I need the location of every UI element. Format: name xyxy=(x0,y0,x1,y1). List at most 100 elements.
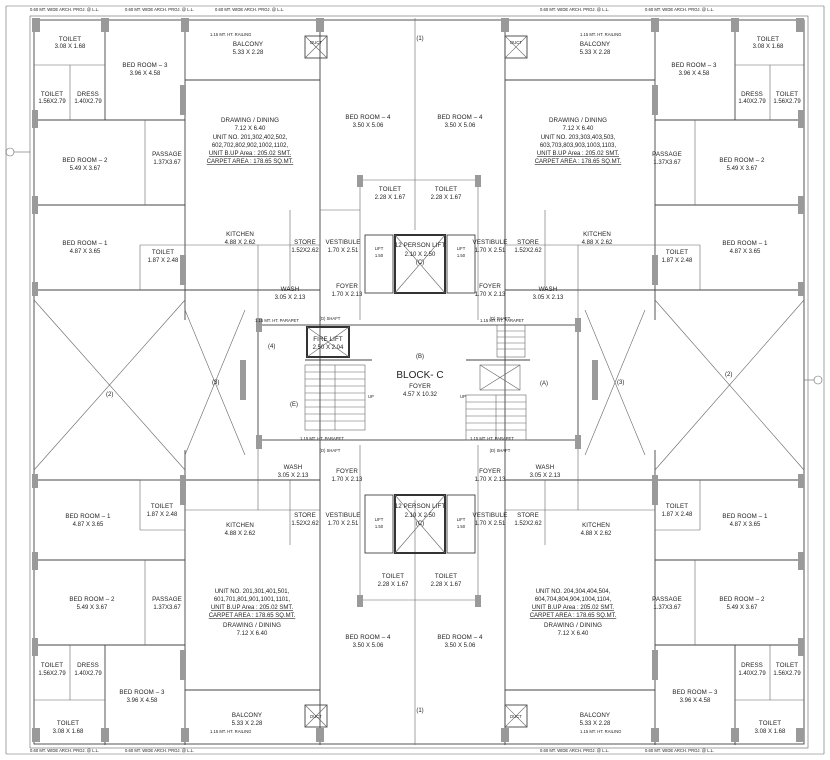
bl-bed1-name: BED ROOM – 1 xyxy=(65,513,111,520)
tl-toilet-b1-dim: 1.87 X 2.48 xyxy=(148,258,179,264)
tr-bed3-dim: 3.96 X 4.58 xyxy=(679,71,710,77)
bl-bed2-dim: 5.49 X 3.67 xyxy=(77,605,108,611)
bl-unit-no: UNIT NO. 201,301,401,501, xyxy=(215,589,290,595)
tr-bed4-name: BED ROOM – 4 xyxy=(437,114,483,121)
tl-builtup: UNIT B.UP Area : 205.02 SMT. xyxy=(209,151,291,157)
br-foyer-dim: 1.70 X 2.13 xyxy=(475,477,506,483)
bl-bed4-name: BED ROOM – 4 xyxy=(345,634,391,641)
tl-drawing-dim: 7.12 X 6.40 xyxy=(235,126,266,132)
bl-wash-dim: 3.05 X 2.13 xyxy=(278,473,309,479)
tl-kitchen-dim: 4.88 X 2.62 xyxy=(225,240,256,246)
parapet-note-4: 1.15 MT. HT. PARAPET xyxy=(480,318,524,323)
tr-builtup: UNIT B.UP Area : 205.02 SMT. xyxy=(537,151,619,157)
br-wash-name: WASH xyxy=(536,464,555,471)
bl-vestibule-dim: 1.70 X 2.51 xyxy=(328,521,359,527)
tag-2-right: (2) xyxy=(725,372,732,378)
bl-kitchen-dim: 4.88 X 2.62 xyxy=(225,531,256,537)
bl-duct: DUCT xyxy=(310,714,322,719)
parapet-note-3: 1.15 MT. HT. PARAPET xyxy=(470,436,514,441)
tl-bed1-dim: 4.87 X 3.65 xyxy=(70,249,101,255)
tr-dress-dim: 1.40X2.79 xyxy=(738,99,766,105)
small-lift-bl-label: LIFT xyxy=(375,517,384,522)
tl-unit-no: UNIT NO. 201,302,402,502, xyxy=(213,135,288,141)
br-toilet-top-name: TOILET xyxy=(759,720,781,727)
bl-builtup: UNIT B.UP Area : 205.02 SMT. xyxy=(211,605,293,611)
tr-wash-dim: 3.05 X 2.13 xyxy=(533,295,564,301)
core-foyer-name: FOYER xyxy=(409,383,431,390)
tr-foyer-dim: 1.70 X 2.13 xyxy=(475,292,506,298)
tr-bed2-name: BED ROOM – 2 xyxy=(719,157,765,164)
tl-drawing-name: DRAWING / DINING xyxy=(221,117,279,124)
br-passage-dim: 1.37X3.67 xyxy=(653,605,681,611)
br-dress-dim: 1.40X2.79 xyxy=(738,671,766,677)
bl-bed3-dim: 3.96 X 4.58 xyxy=(127,698,158,704)
tr-bed3-name: BED ROOM – 3 xyxy=(671,62,717,69)
tl-carpet: CARPET AREA : 178.65 SQ.MT. xyxy=(207,159,294,165)
br-bed2-dim: 5.49 X 3.67 xyxy=(727,605,758,611)
bl-bed1-dim: 4.87 X 3.65 xyxy=(73,522,104,528)
tl-toilet-side-dim: 1.56X2.79 xyxy=(38,99,66,105)
tr-passage-name: PASSAGE xyxy=(652,151,682,158)
railing-note-bottom-left: 1.15 MT. HT. RAILING xyxy=(210,729,251,734)
tl-toilet-b4-name: TOILET xyxy=(379,186,401,193)
stair-up-left: UP xyxy=(368,394,374,399)
lift-top-name: 12 PERSON LIFT xyxy=(395,242,446,249)
stair-up-right: UP xyxy=(460,394,466,399)
tl-vestibule-dim: 1.70 X 2.51 xyxy=(328,248,359,254)
stair-tag-e: (E) xyxy=(290,402,298,408)
br-kitchen-name: KITCHEN xyxy=(582,522,610,529)
edge-note-top-5: 0.60 MT. WIDE ARCH. PROJ. @ L.L. xyxy=(645,7,714,12)
br-drawing-dim: 7.12 X 6.40 xyxy=(558,631,589,637)
tl-unit-no-2: 602,702,802,902,1002,1102, xyxy=(212,143,289,149)
small-lift-tr-label: LIFT xyxy=(457,246,466,251)
tl-dress-name: DRESS xyxy=(77,91,99,98)
edge-note-bottom-4: 0.60 MT. WIDE ARCH. PROJ. @ L.L. xyxy=(645,748,714,753)
tr-bed1-name: BED ROOM – 1 xyxy=(722,240,768,247)
tr-store-name: STORE xyxy=(517,239,539,246)
edge-note-bottom-3: 0.60 MT. WIDE ARCH. PROJ. @ L.L. xyxy=(540,748,609,753)
bl-toilet-b4-dim: 2.28 X 1.67 xyxy=(378,582,409,588)
br-unit-no: UNIT NO. 204,304,404,504, xyxy=(536,589,611,595)
block-name: BLOCK- C xyxy=(396,370,443,381)
tl-kitchen-name: KITCHEN xyxy=(226,231,254,238)
tl-wash-name: WASH xyxy=(281,286,300,293)
bl-drawing-dim: 7.12 X 6.40 xyxy=(237,631,268,637)
bl-store-dim: 1.52X2.62 xyxy=(291,521,319,527)
shaft-bottom-left: (D) SHAFT xyxy=(320,448,341,453)
bl-toilet-b1-dim: 1.87 X 2.48 xyxy=(147,512,178,518)
br-dress-name: DRESS xyxy=(741,662,763,669)
br-toilet-top-dim: 3.08 X 1.68 xyxy=(755,729,786,735)
tr-toilet-side-name: TOILET xyxy=(776,91,798,98)
tr-foyer-name: FOYER xyxy=(479,283,501,290)
edge-note-top-1: 0.60 MT. WIDE ARCH. PROJ. @ L.L. xyxy=(30,7,99,12)
lift-bottom-name: 12 PERSON LIFT xyxy=(395,503,446,510)
bl-bed3-name: BED ROOM – 3 xyxy=(119,689,165,696)
core-tag: (B) xyxy=(416,354,424,360)
tr-duct: DUCT xyxy=(510,40,522,45)
bl-passage-name: PASSAGE xyxy=(152,596,182,603)
tr-unit-no: UNIT NO. 203,303,403,503, xyxy=(541,135,616,141)
tl-passage-dim: 1.37X3.67 xyxy=(153,160,181,166)
stair-tag-a: (A) xyxy=(540,381,548,387)
railing-note-bottom-right: 1.15 MT. HT. RAILING xyxy=(580,729,621,734)
tr-passage-dim: 1.37X3.67 xyxy=(653,160,681,166)
tl-bed4-dim: 3.50 X 5.06 xyxy=(353,123,384,129)
bl-toilet-top-dim: 3.08 X 1.68 xyxy=(53,729,84,735)
br-carpet: CARPET AREA : 178.65 SQ.MT. xyxy=(530,613,617,619)
tr-toilet-top-name: TOILET xyxy=(757,36,779,43)
tr-toilet-b4-name: TOILET xyxy=(435,186,457,193)
bl-toilet-b4-name: TOILET xyxy=(382,573,404,580)
bl-carpet: CARPET AREA : 178.65 SQ.MT. xyxy=(209,613,296,619)
br-foyer-name: FOYER xyxy=(479,468,501,475)
tl-bed3-name: BED ROOM – 3 xyxy=(122,62,168,69)
tl-bed2-name: BED ROOM – 2 xyxy=(62,157,108,164)
tr-toilet-b4-dim: 2.28 X 1.67 xyxy=(431,195,462,201)
br-builtup: UNIT B.UP Area : 205.02 SMT. xyxy=(532,605,614,611)
unit-top-right: TOILET 3.08 X 1.68 BED ROOM – 3 3.96 X 4… xyxy=(431,36,802,301)
railing-note-top-left: 1.15 MT. HT. RAILING xyxy=(210,32,251,37)
tl-wash-dim: 3.05 X 2.13 xyxy=(275,295,306,301)
bl-bed2-name: BED ROOM – 2 xyxy=(69,596,115,603)
tag-1-bottom: (1) xyxy=(416,708,423,714)
tr-unit-no-2: 603,703,803,903,1003,1103, xyxy=(540,143,617,149)
br-balcony-dim: 5.33 X 2.28 xyxy=(580,721,611,727)
